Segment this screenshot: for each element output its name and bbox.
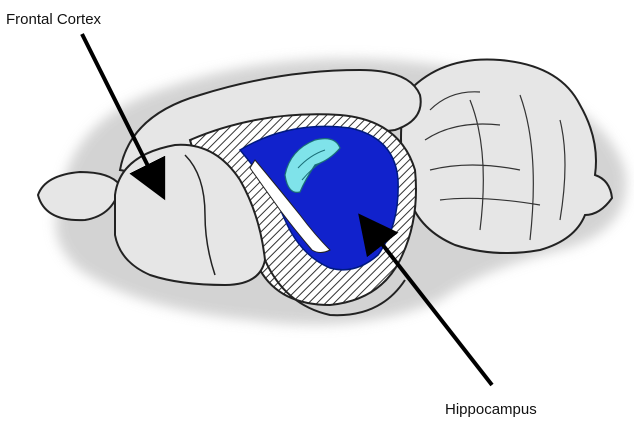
cerebellum [401, 59, 612, 253]
frontal-cortex-label: Frontal Cortex [6, 11, 102, 28]
hippocampus-label: Hippocampus [445, 401, 537, 418]
